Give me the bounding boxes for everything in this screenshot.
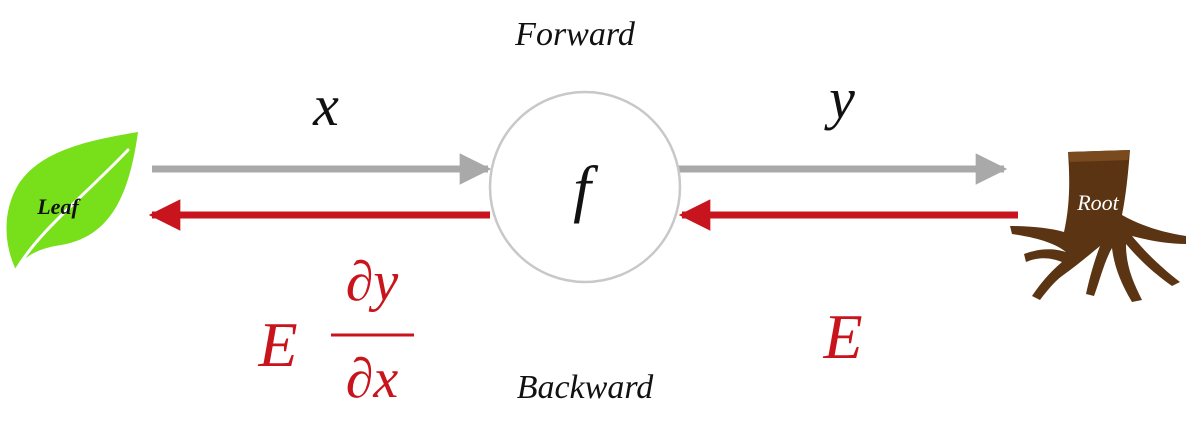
- leaf-label: Leaf: [36, 194, 81, 219]
- error-label-right: E: [822, 301, 862, 372]
- root-icon: Root: [1010, 150, 1186, 302]
- error-label-left: E: [257, 309, 297, 380]
- backward-label: Backward: [517, 369, 655, 406]
- partial-denominator: ∂x: [346, 348, 399, 410]
- leaf-icon: Leaf: [6, 132, 138, 272]
- function-node: [488, 90, 682, 284]
- partial-numerator: ∂y: [346, 251, 399, 313]
- output-variable-label: y: [824, 66, 855, 131]
- root-label: Root: [1076, 190, 1119, 215]
- forward-label: Forward: [514, 16, 636, 53]
- input-variable-label: x: [312, 73, 339, 138]
